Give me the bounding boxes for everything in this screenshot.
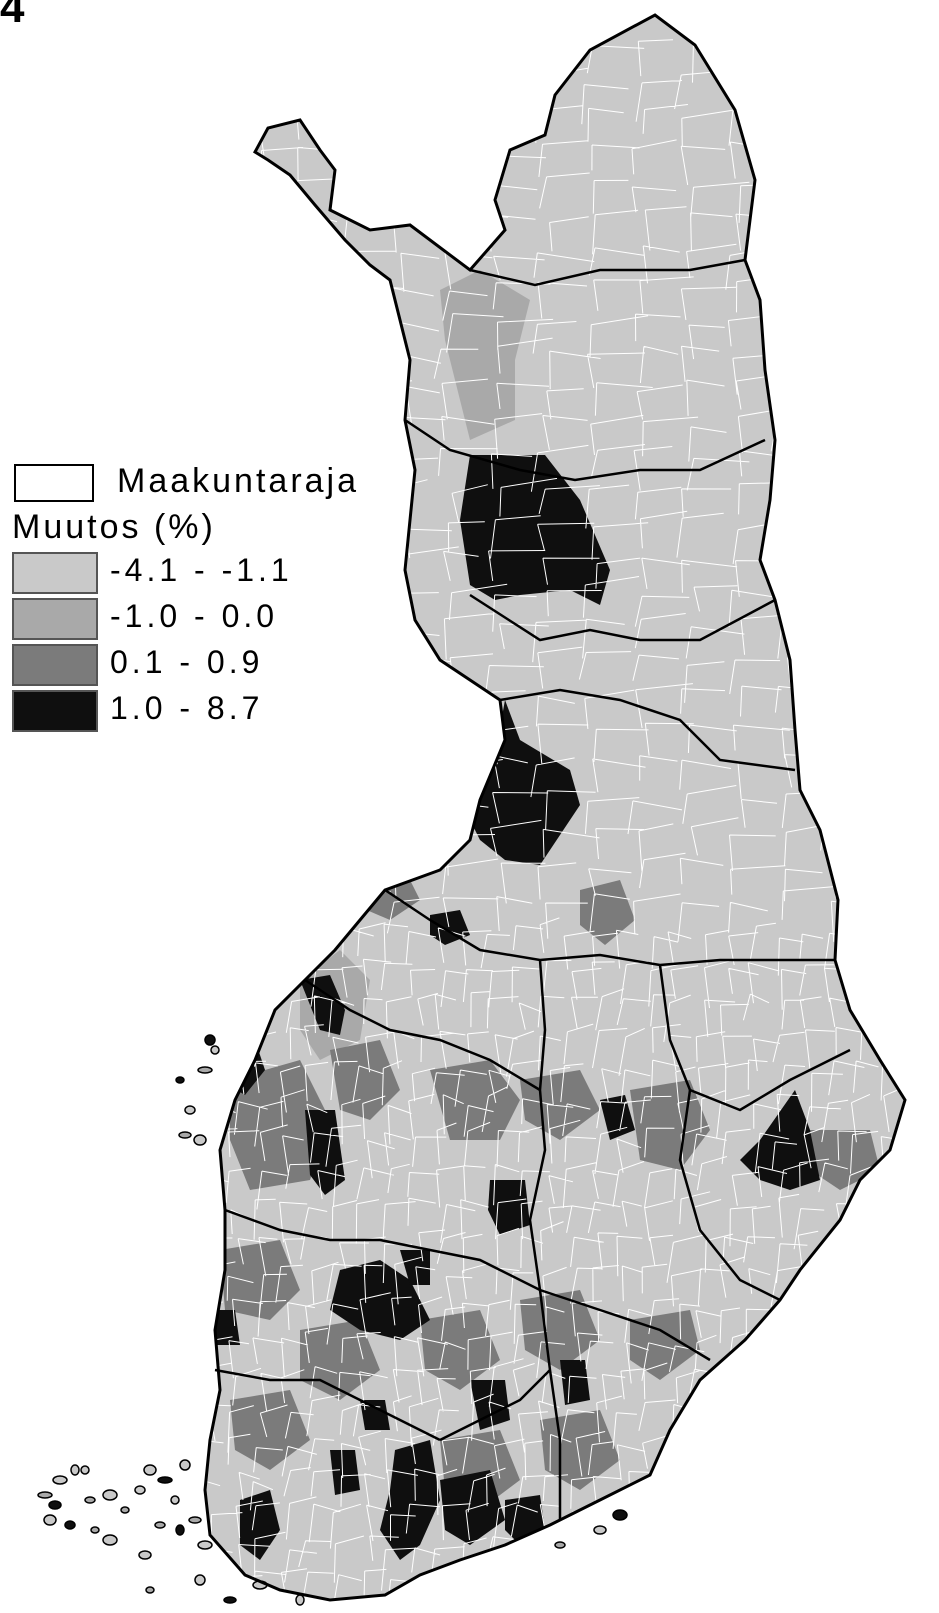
- island: [52, 1475, 68, 1485]
- province-boundaries: [214, 258, 851, 1520]
- island: [204, 1034, 216, 1046]
- island: [210, 1045, 220, 1055]
- national-border: [203, 13, 907, 1602]
- archipelago-islands: [37, 1034, 628, 1606]
- region-class-4: [300, 975, 345, 1035]
- island: [84, 1496, 96, 1504]
- island: [120, 1506, 130, 1514]
- island: [188, 1516, 202, 1524]
- legend-class-3: 0.1 - 0.9: [12, 644, 352, 688]
- legend-boundary-swatch: [14, 464, 94, 502]
- island: [193, 1134, 207, 1146]
- island: [593, 1525, 607, 1535]
- island: [70, 1464, 80, 1476]
- region-class-4: [560, 1360, 590, 1405]
- region-class-3: [230, 1060, 330, 1190]
- region-class-4: [380, 1440, 440, 1560]
- island: [223, 1596, 237, 1604]
- legend-swatch-2: [12, 598, 98, 640]
- legend-class-2: -1.0 - 0.0: [12, 598, 352, 642]
- region-class-3: [630, 1310, 700, 1380]
- island: [48, 1500, 62, 1510]
- region-class-4: [330, 1260, 430, 1340]
- legend-label-2: -1.0 - 0.0: [110, 598, 279, 634]
- legend-swatch-3: [12, 644, 98, 686]
- legend-label-3: 0.1 - 0.9: [110, 644, 264, 680]
- island: [175, 1524, 185, 1536]
- region-class-4: [465, 700, 580, 865]
- region-class-4: [488, 1180, 530, 1235]
- island: [295, 1594, 305, 1606]
- legend-label-4: 1.0 - 8.7: [110, 690, 264, 726]
- legend-swatch-1: [12, 552, 98, 594]
- island: [194, 1574, 206, 1586]
- region-class-4: [600, 1095, 635, 1140]
- island: [612, 1509, 628, 1521]
- island: [134, 1485, 146, 1495]
- region-class-4: [305, 1110, 345, 1195]
- island: [197, 1066, 213, 1074]
- island: [90, 1526, 100, 1534]
- island: [154, 1521, 166, 1529]
- region-class-3: [630, 1080, 710, 1170]
- island: [157, 1476, 173, 1484]
- island: [179, 1459, 191, 1471]
- legend-boundary-label: Maakuntaraja: [117, 462, 360, 500]
- region-class-4: [360, 1400, 390, 1430]
- island: [80, 1465, 90, 1475]
- island: [145, 1586, 155, 1594]
- region-class-4: [240, 1490, 280, 1560]
- island: [143, 1464, 157, 1476]
- legend-title: Muutos (%): [12, 508, 216, 546]
- legend-class-4: 1.0 - 8.7: [12, 690, 352, 734]
- region-class-3: [430, 1060, 520, 1140]
- island: [184, 1105, 196, 1115]
- island: [170, 1495, 180, 1505]
- island: [102, 1489, 118, 1501]
- region-class-3: [230, 1390, 310, 1470]
- legend-label-1: -4.1 - -1.1: [110, 552, 293, 588]
- island: [138, 1550, 152, 1560]
- legend-swatch-4: [12, 690, 98, 732]
- island: [43, 1514, 57, 1526]
- island: [64, 1520, 76, 1530]
- island: [102, 1534, 118, 1546]
- region-class-4: [460, 455, 610, 605]
- island: [554, 1541, 566, 1549]
- island: [37, 1491, 53, 1499]
- region-class-3: [810, 1130, 880, 1190]
- legend-boundary-row: Maakuntaraja: [12, 462, 372, 508]
- island: [178, 1131, 192, 1139]
- region-class-4: [330, 1450, 360, 1495]
- island: [175, 1076, 185, 1084]
- island: [197, 1540, 213, 1550]
- figure-number: 4: [0, 0, 25, 32]
- region-class-2: [440, 270, 530, 440]
- region-class-4: [440, 1470, 505, 1545]
- legend-class-1: -4.1 - -1.1: [12, 552, 352, 596]
